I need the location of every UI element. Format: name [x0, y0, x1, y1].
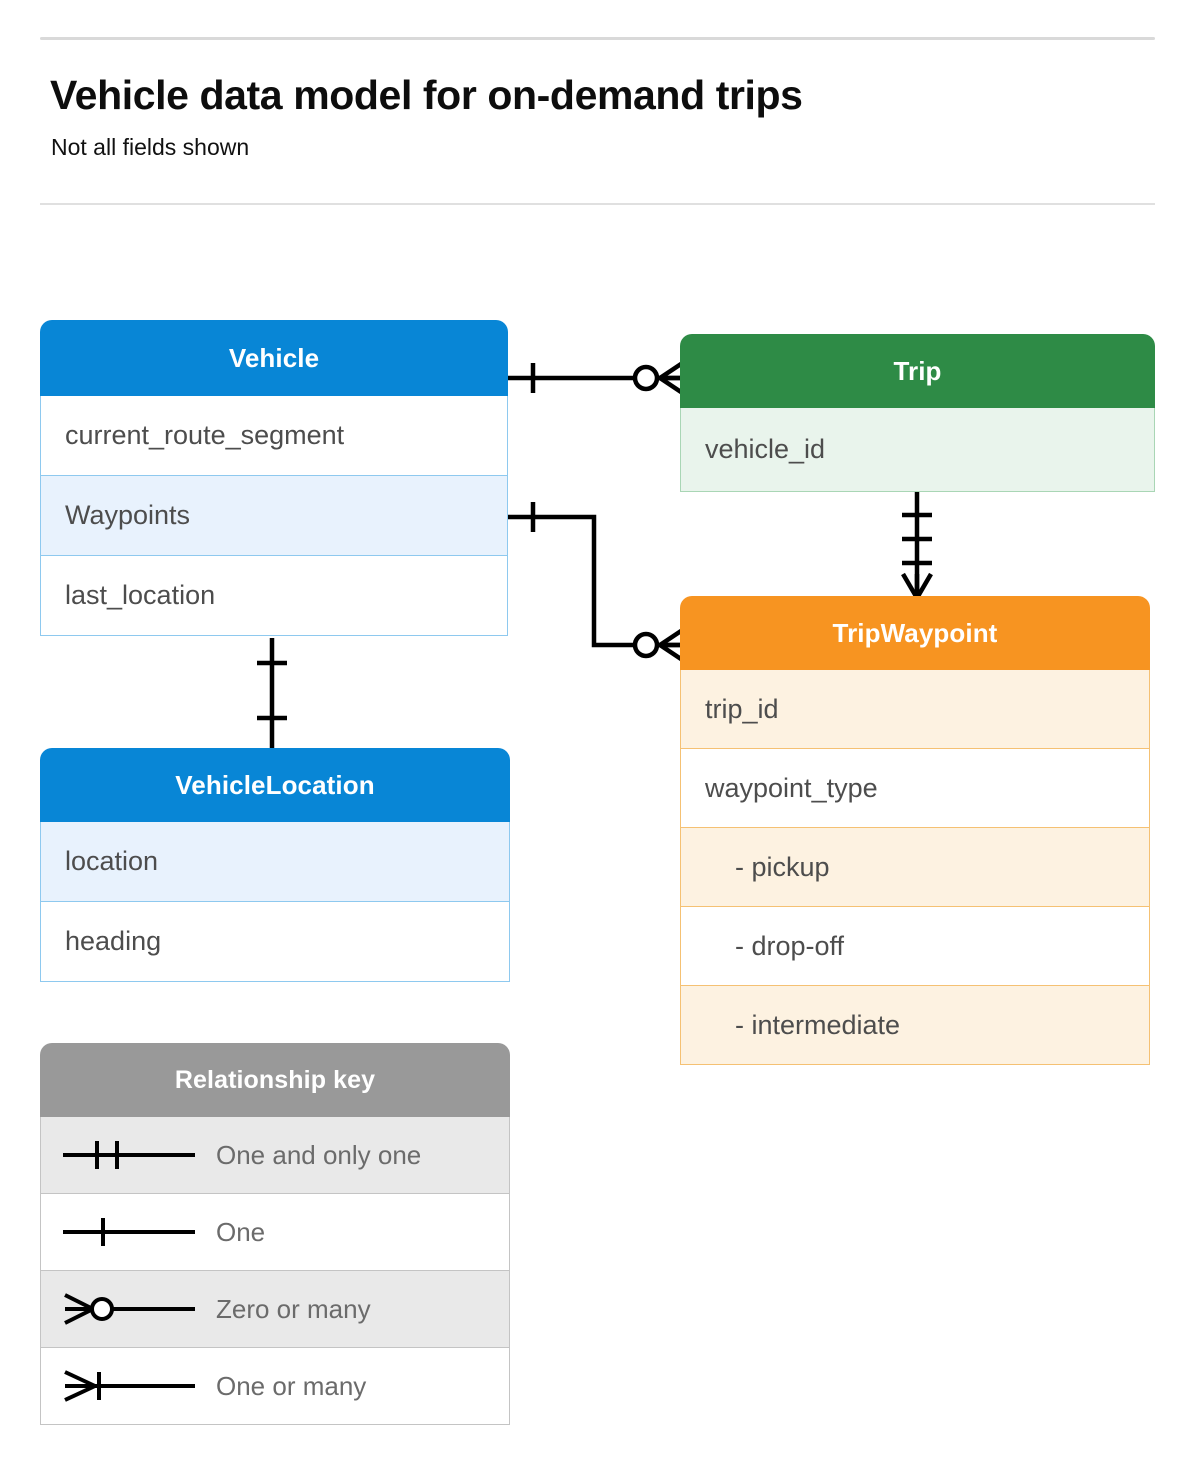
- entity-vehiclelocation-title: VehicleLocation: [40, 748, 510, 822]
- header-divider: [40, 203, 1155, 205]
- entity-vehiclelocation-field-heading[interactable]: heading: [40, 902, 510, 982]
- legend-label-one-and-only-one: One and only one: [216, 1139, 422, 1170]
- entity-tripwaypoint-value-intermediate[interactable]: - intermediate: [680, 986, 1150, 1065]
- entity-vehicle-field-current-route-segment[interactable]: current_route_segment: [40, 396, 508, 476]
- legend-label-zero-or-many: Zero or many: [216, 1293, 371, 1324]
- legend-row-zero-or-many: Zero or many: [40, 1271, 510, 1348]
- legend-label-one: One: [216, 1216, 266, 1247]
- entity-tripwaypoint-value-pickup[interactable]: - pickup: [680, 828, 1150, 907]
- page-subtitle: Not all fields shown: [51, 134, 250, 160]
- entity-tripwaypoint[interactable]: TripWaypoint trip_id waypoint_type - pic…: [680, 596, 1150, 1065]
- entity-vehiclelocation-field-location[interactable]: location: [40, 822, 510, 902]
- entity-vehicle[interactable]: Vehicle current_route_segment Waypoints …: [40, 320, 508, 636]
- one-or-many-icon: [41, 1364, 216, 1408]
- entity-trip-field-vehicle-id[interactable]: vehicle_id: [680, 408, 1155, 492]
- one-icon: [41, 1210, 216, 1254]
- relationship-key-legend[interactable]: Relationship key One and only one One: [40, 1043, 510, 1425]
- legend-row-one: One: [40, 1194, 510, 1271]
- entity-trip-title: Trip: [680, 334, 1155, 408]
- entity-vehiclelocation[interactable]: VehicleLocation location heading: [40, 748, 510, 982]
- relationship-key-title: Relationship key: [40, 1043, 510, 1117]
- connector-waypoints-tripwaypoint: [508, 514, 680, 648]
- entity-tripwaypoint-field-waypoint-type[interactable]: waypoint_type: [680, 749, 1150, 828]
- legend-label-one-or-many: One or many: [216, 1370, 367, 1401]
- zero-or-many-icon: [41, 1287, 216, 1331]
- top-divider: [40, 37, 1155, 40]
- legend-row-one-or-many: One or many: [40, 1348, 510, 1425]
- page-title: Vehicle data model for on-demand trips: [50, 72, 803, 118]
- entity-tripwaypoint-field-trip-id[interactable]: trip_id: [680, 670, 1150, 749]
- entity-tripwaypoint-title: TripWaypoint: [680, 596, 1150, 670]
- cardinality-zero-vehicle-trip: [632, 364, 660, 392]
- entity-vehicle-title: Vehicle: [40, 320, 508, 396]
- cardinality-zero-waypoints: [632, 631, 660, 659]
- entity-tripwaypoint-value-drop-off[interactable]: - drop-off: [680, 907, 1150, 986]
- entity-trip[interactable]: Trip vehicle_id: [680, 334, 1155, 492]
- legend-row-one-and-only-one: One and only one: [40, 1117, 510, 1194]
- one-and-only-one-icon: [41, 1133, 216, 1177]
- entity-vehicle-field-last-location[interactable]: last_location: [40, 556, 508, 636]
- entity-vehicle-field-waypoints[interactable]: Waypoints: [40, 476, 508, 556]
